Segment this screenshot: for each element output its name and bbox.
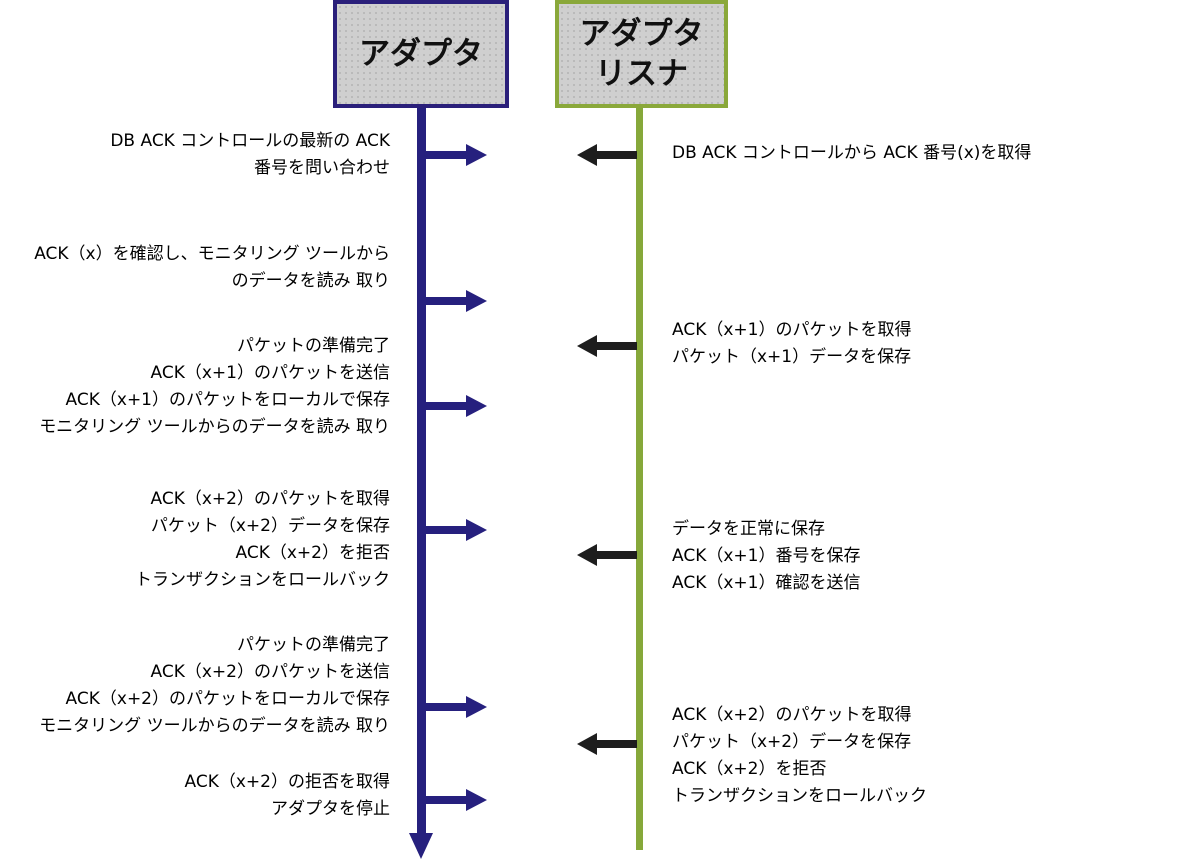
- note-line: ACK（x+1）番号を保存: [672, 546, 861, 566]
- adapter-title: アダプタ: [359, 36, 483, 72]
- adapter-step-2: ACK（x）を確認し、モニタリング ツールから のデータを読み 取り: [34, 241, 390, 295]
- note-line: ACK（x+1）のパケットをローカルで保存: [65, 390, 390, 410]
- adapter-step-3: パケットの準備完了 ACK（x+1）のパケットを送信 ACK（x+1）のパケット…: [39, 333, 390, 441]
- adapter-step-6: ACK（x+2）の拒否を取得 アダプタを停止: [185, 769, 390, 823]
- note-line: モニタリング ツールからのデータを読み 取り: [39, 417, 390, 437]
- listener-step-2: ACK（x+1）のパケットを取得 パケット（x+1）データを保存: [672, 317, 911, 371]
- adapter-arrow-right-icon: [426, 395, 487, 417]
- listener-title-line-1: アダプタ: [579, 16, 704, 52]
- listener-arrow-left-icon: [577, 144, 637, 166]
- note-line: アダプタを停止: [271, 799, 390, 819]
- note-line: データを正常に保存: [672, 519, 825, 539]
- adapter-arrow-right-icon: [426, 290, 487, 312]
- listener-step-1: DB ACK コントロールから ACK 番号(x)を取得: [672, 140, 1031, 167]
- note-line: DB ACK コントロールの最新の ACK: [110, 131, 390, 151]
- adapter-listener-participant-box: アダプタ リスナ: [555, 0, 728, 108]
- adapter-arrow-right-icon: [426, 144, 487, 166]
- note-line: トランザクションをロールバック: [135, 570, 390, 590]
- note-line: ACK（x+2）の拒否を取得: [184, 772, 390, 792]
- listener-title-line-2: リスナ: [595, 56, 688, 92]
- note-line: ACK（x+2）のパケットを送信: [150, 662, 390, 682]
- listener-arrow-left-icon: [577, 544, 637, 566]
- adapter-arrow-right-icon: [426, 696, 487, 718]
- note-line: ACK（x+2）のパケットをローカルで保存: [65, 689, 390, 709]
- note-line: ACK（x+2）を拒否: [672, 759, 827, 779]
- note-line: パケット（x+2）データを保存: [150, 516, 390, 536]
- note-line: ACK（x+1）確認を送信: [672, 573, 861, 593]
- note-line: トランザクションをロールバック: [672, 786, 927, 806]
- note-line: モニタリング ツールからのデータを読み 取り: [39, 716, 390, 736]
- adapter-participant-box: アダプタ: [333, 0, 509, 108]
- adapter-lifeline-end-arrow-icon: [409, 833, 433, 859]
- note-line: パケット（x+2）データを保存: [672, 732, 912, 752]
- note-line: ACK（x+2）のパケットを取得: [150, 489, 390, 509]
- listener-step-3: データを正常に保存 ACK（x+1）番号を保存 ACK（x+1）確認を送信: [672, 516, 860, 597]
- note-line: ACK（x+1）のパケットを送信: [150, 363, 390, 383]
- note-line: ACK（x）を確認し、モニタリング ツールから: [34, 244, 390, 264]
- note-line: ACK（x+2）を拒否: [235, 543, 390, 563]
- adapter-arrow-right-icon: [426, 789, 487, 811]
- adapter-step-5: パケットの準備完了 ACK（x+2）のパケットを送信 ACK（x+2）のパケット…: [39, 632, 390, 740]
- listener-lifeline: [636, 108, 643, 850]
- note-line: ACK（x+2）のパケットを取得: [672, 705, 912, 725]
- listener-arrow-left-icon: [577, 335, 637, 357]
- note-line: ACK（x+1）のパケットを取得: [672, 320, 912, 340]
- adapter-arrow-right-icon: [426, 519, 487, 541]
- adapter-lifeline: [417, 108, 426, 838]
- adapter-step-4: ACK（x+2）のパケットを取得 パケット（x+2）データを保存 ACK（x+2…: [135, 486, 390, 594]
- note-line: パケット（x+1）データを保存: [672, 347, 912, 367]
- note-line: DB ACK コントロールから ACK 番号(x)を取得: [672, 143, 1032, 163]
- note-line: 番号を問い合わせ: [254, 158, 390, 178]
- note-line: のデータを読み 取り: [231, 271, 390, 291]
- listener-step-4: ACK（x+2）のパケットを取得 パケット（x+2）データを保存 ACK（x+2…: [672, 702, 927, 810]
- listener-arrow-left-icon: [577, 733, 637, 755]
- note-line: パケットの準備完了: [237, 635, 390, 655]
- note-line: パケットの準備完了: [237, 336, 390, 356]
- adapter-step-1: DB ACK コントロールの最新の ACK 番号を問い合わせ: [110, 128, 390, 182]
